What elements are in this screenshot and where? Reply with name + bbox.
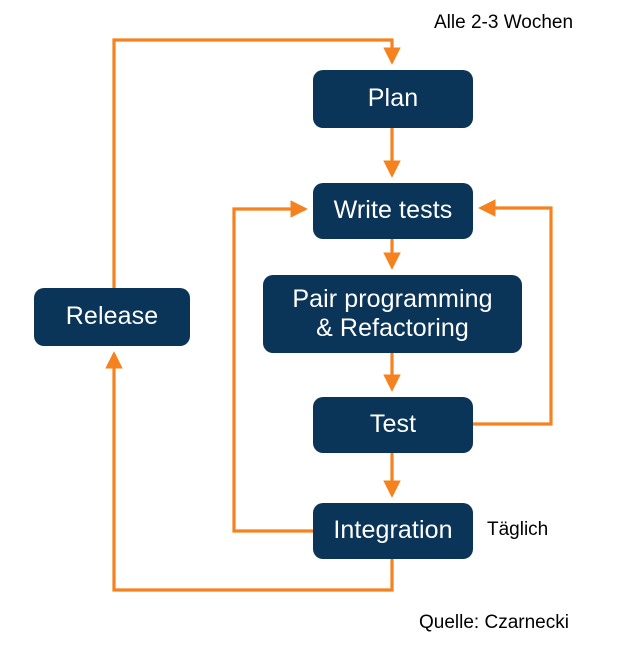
node-plan-label: Plan: [367, 84, 419, 113]
caption-release-cadence: Alle 2-3 Wochen: [434, 12, 574, 33]
node-test[interactable]: Test: [313, 397, 473, 453]
node-pair-programming-refactoring-label: Pair programming & Refactoring: [292, 284, 493, 343]
node-release[interactable]: Release: [34, 288, 190, 346]
node-release-label: Release: [65, 302, 159, 331]
node-test-label: Test: [369, 410, 417, 439]
node-write-tests-label: Write tests: [333, 196, 453, 225]
node-plan[interactable]: Plan: [313, 70, 473, 128]
node-integration-label: Integration: [333, 516, 453, 545]
node-integration[interactable]: Integration: [313, 503, 473, 559]
caption-source-attribution: Quelle: Czarnecki: [419, 612, 569, 633]
node-pair-programming-refactoring[interactable]: Pair programming & Refactoring: [263, 275, 522, 353]
node-write-tests[interactable]: Write tests: [313, 183, 473, 239]
edge-integration-to-write-tests: [232, 200, 313, 533]
caption-integration-frequency: Täglich: [487, 519, 549, 540]
